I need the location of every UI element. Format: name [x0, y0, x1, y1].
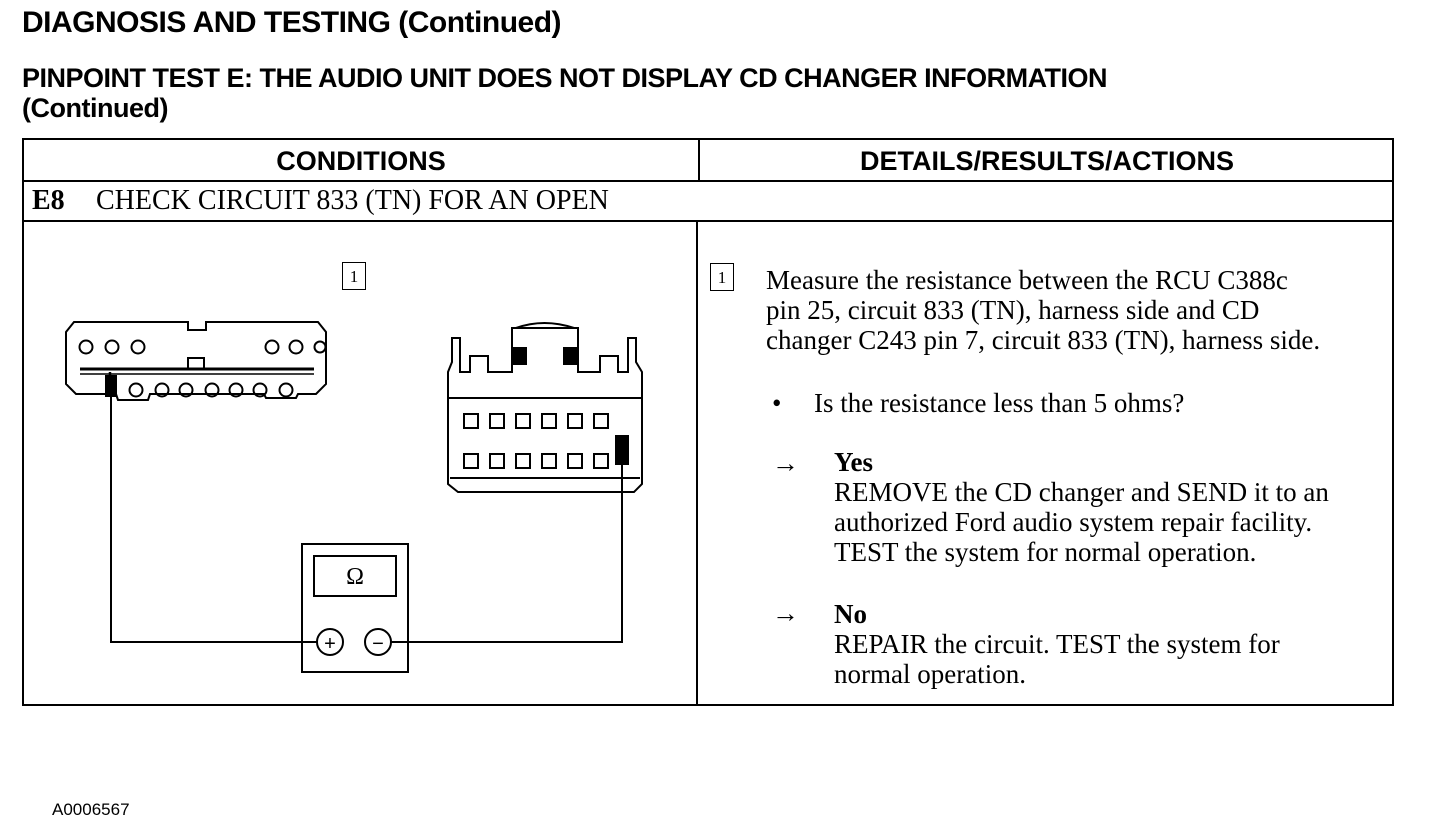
arrow-right-icon: →: [772, 448, 799, 478]
pinpoint-test-title: PINPOINT TEST E: THE AUDIO UNIT DOES NOT…: [22, 63, 1108, 123]
cd-changer-connector: [447, 322, 643, 493]
bullet-icon: •: [772, 388, 782, 418]
no-action-line: REPAIR the circuit. TEST the system for: [834, 629, 1280, 659]
instruction-line: changer C243 pin 7, circuit 833 (TN), ha…: [766, 325, 1321, 355]
yes-action-line: REMOVE the CD changer and SEND it to an: [834, 477, 1329, 507]
header-divider: [24, 180, 1392, 182]
instruction-line: pin 25, circuit 833 (TN), harness side a…: [766, 295, 1260, 325]
question-text: Is the resistance less than 5 ohms?: [814, 388, 1185, 418]
step-id: E8: [32, 185, 65, 216]
test-leads: [110, 396, 623, 643]
conditions-header: CONDITIONS: [276, 146, 446, 176]
pinpoint-test-table: CONDITIONS DETAILS/RESULTS/ACTIONS E8 CH…: [22, 138, 1394, 819]
diagram-step-number: 1: [342, 262, 366, 290]
yes-action: REMOVE the CD changer and SEND it to an …: [834, 477, 1329, 567]
arrow-right-icon: →: [772, 598, 799, 628]
page-title: DIAGNOSIS AND TESTING (Continued): [22, 6, 562, 39]
rcu-connector: [65, 321, 327, 401]
minus-terminal-icon: −: [372, 633, 384, 655]
yes-action-line: authorized Ford audio system repair faci…: [834, 507, 1313, 537]
step-divider: [24, 220, 1392, 222]
details-step-number: 1: [710, 263, 734, 291]
subtitle-line-2: (Continued): [22, 93, 168, 123]
no-action-line: normal operation.: [834, 659, 1026, 689]
header-column-divider: [698, 140, 700, 182]
instruction-line: Measure the resistance between the RCU C…: [766, 265, 1288, 295]
no-action: REPAIR the circuit. TEST the system for …: [834, 629, 1280, 689]
measure-instruction: Measure the resistance between the RCU C…: [766, 265, 1320, 355]
step-row: E8 CHECK CIRCUIT 833 (TN) FOR AN OPEN: [24, 182, 1392, 220]
subtitle-line-1: PINPOINT TEST E: THE AUDIO UNIT DOES NOT…: [22, 63, 1108, 93]
yes-action-line: TEST the system for normal operation.: [834, 537, 1257, 567]
details-header: DETAILS/RESULTS/ACTIONS: [859, 146, 1234, 176]
body-column-divider: [696, 220, 698, 704]
figure-id: A0006567: [52, 800, 130, 819]
yes-label: Yes: [834, 447, 873, 477]
ohmmeter: [301, 543, 409, 673]
plus-terminal-icon: +: [324, 633, 336, 655]
ohm-symbol: Ω: [346, 564, 364, 590]
test-diagram: Ω + −: [65, 321, 643, 673]
step-title: CHECK CIRCUIT 833 (TN) FOR AN OPEN: [96, 185, 609, 216]
no-label: No: [834, 599, 867, 629]
